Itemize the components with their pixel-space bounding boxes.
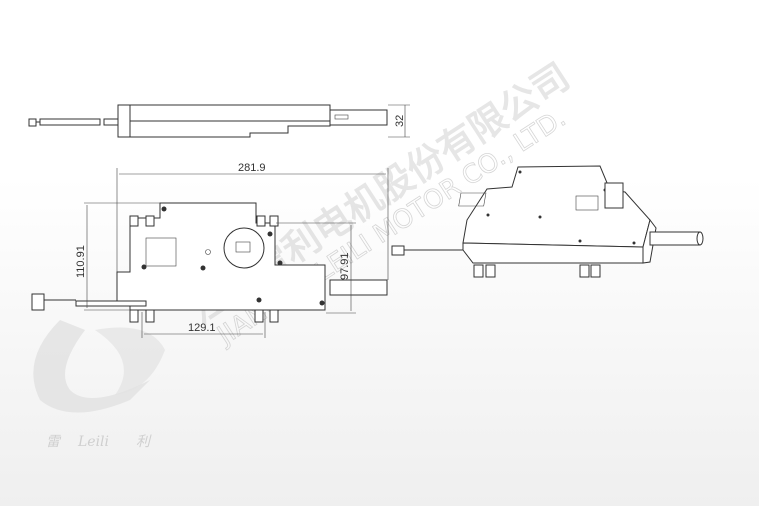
leili-logo: 雷 Leili 利 xyxy=(33,320,165,450)
iso-mounting-feet xyxy=(473,264,601,278)
mounting-feet xyxy=(129,215,279,323)
dim-height-32: 32 xyxy=(394,115,406,127)
logo-name: Leili xyxy=(77,434,109,450)
logo-char-left: 雷 xyxy=(46,434,62,450)
dim-spacing-129-1: 129.1 xyxy=(188,322,216,334)
top-view: 32 xyxy=(28,104,410,138)
front-view: 281.9 110.91 97.91 xyxy=(31,162,389,338)
isometric-view xyxy=(391,165,704,278)
dim-height-97-91: 97.91 xyxy=(339,252,351,280)
dim-width-281-9: 281.9 xyxy=(238,162,266,174)
dim-height-110-91: 110.91 xyxy=(75,245,87,278)
logo-char-right: 利 xyxy=(136,434,152,450)
